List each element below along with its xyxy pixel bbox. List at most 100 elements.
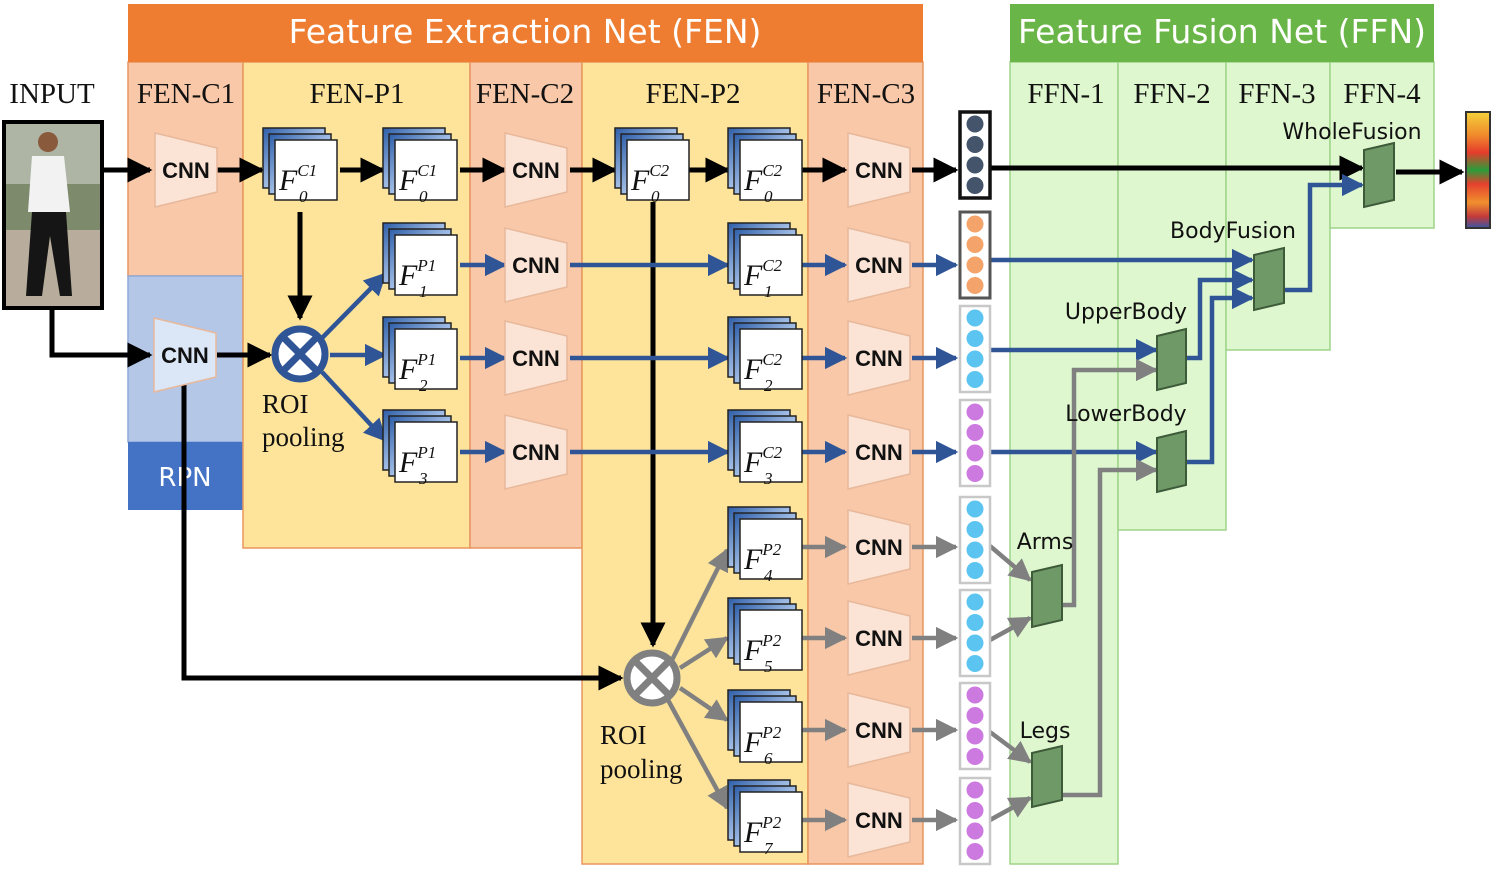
vector-dot — [966, 843, 984, 860]
vector-upper — [958, 304, 992, 394]
roi-pooling-1-label-line1: ROI — [262, 389, 309, 419]
cnn-block: CNN — [153, 317, 217, 393]
cnn-block: CNN — [504, 414, 568, 490]
roi-pooling-1 — [271, 325, 329, 383]
whole-fusion-label: WholeFusion — [1282, 120, 1421, 145]
fen-c2-label: FEN-C2 — [476, 78, 574, 110]
upper-body-label: UpperBody — [1065, 300, 1187, 325]
arrow-body-to-whole — [1285, 173, 1365, 293]
lower-body-label: LowerBody — [1065, 402, 1186, 427]
cnn-block: CNN — [504, 227, 568, 303]
cnn-label: CNN — [162, 158, 210, 183]
cnn-block: CNN — [847, 132, 911, 208]
roi-pooling-2-label-line1: ROI — [600, 720, 647, 750]
roi-pooling-2 — [623, 649, 681, 707]
vector-dot — [966, 371, 984, 388]
legs-node — [1031, 744, 1063, 809]
vector-body — [958, 210, 992, 300]
cnn-block: CNN — [847, 782, 911, 858]
ffn-header — [1010, 4, 1434, 62]
arrow-legs-to-lower — [1063, 458, 1159, 798]
vector-dot — [966, 156, 984, 174]
input-label: INPUT — [9, 78, 95, 110]
cnn-block: CNN — [154, 132, 218, 208]
fen-p1-label: FEN-P1 — [309, 78, 404, 110]
arrow-roi1-to-p1-3 — [320, 370, 387, 442]
ffn-3-label: FFN-3 — [1238, 78, 1315, 110]
vector-dot — [966, 330, 984, 347]
cnn-label: CNN — [855, 440, 903, 465]
vector-dot — [966, 727, 984, 745]
cnn-label: CNN — [855, 253, 903, 278]
cnn-block: CNN — [847, 692, 911, 768]
cnn-block: CNN — [847, 227, 911, 303]
vector-dot — [966, 256, 984, 274]
cnn-label: CNN — [161, 343, 209, 368]
vector-part-6 — [958, 681, 992, 771]
cnn-block: CNN — [504, 320, 568, 396]
cnn-block: CNN — [847, 509, 911, 585]
arms-label: Arms — [1017, 530, 1074, 555]
vector-dot — [966, 177, 984, 194]
cnn-block: CNN — [847, 320, 911, 396]
vector-dot — [966, 655, 984, 672]
cnn-label: CNN — [855, 718, 903, 743]
vector-part-5 — [958, 588, 992, 678]
vector-dot — [966, 614, 984, 631]
vector-dot — [966, 444, 984, 462]
vector-dot — [966, 707, 984, 724]
cnn-label: CNN — [855, 535, 903, 560]
vector-dot — [966, 802, 984, 819]
vector-dot — [966, 781, 984, 799]
fen-c3-label: FEN-C3 — [817, 78, 915, 110]
upper-body-node — [1156, 327, 1187, 392]
vector-dot — [966, 748, 984, 765]
roi-pooling-2-label-line2: pooling — [600, 754, 683, 784]
fen-title: Feature Extraction Net (FEN) — [289, 12, 762, 51]
vector-dot — [966, 634, 984, 652]
vector-dot — [966, 500, 984, 518]
output-feature-bar — [1465, 111, 1491, 229]
cnn-block: CNN — [504, 132, 568, 208]
cnn-label: CNN — [855, 158, 903, 183]
cnn-label: CNN — [855, 346, 903, 371]
feature-vectors — [958, 110, 992, 866]
fen-p2-label: FEN-P2 — [645, 78, 740, 110]
arrow-violet3-to-legs — [988, 796, 1032, 822]
arrow-input-to-rpn — [49, 308, 153, 368]
arrow-arms-to-upper — [1063, 358, 1159, 608]
vector-dot — [966, 424, 984, 441]
vector-dot — [966, 215, 984, 233]
vector-dot — [966, 277, 984, 294]
vector-part-7 — [958, 776, 992, 866]
arrow-blue2-to-arms — [988, 544, 1032, 582]
arrow-blue3-to-arms — [988, 616, 1032, 642]
cnn-label: CNN — [512, 346, 560, 371]
cnn-block: CNN — [847, 414, 911, 490]
cnn-label: CNN — [512, 440, 560, 465]
fen-header — [128, 4, 923, 62]
arms-node — [1031, 563, 1063, 629]
vector-dot — [966, 686, 984, 704]
cnn-label: CNN — [512, 158, 560, 183]
whole-fusion-node — [1363, 141, 1395, 209]
arrow-roi1-to-p1-1 — [320, 272, 387, 340]
main-stream-arrows — [49, 155, 1465, 691]
vector-dot — [966, 822, 984, 840]
legs-label: Legs — [1020, 719, 1071, 744]
fusion-trapezoids — [1031, 141, 1395, 809]
vector-dot — [966, 562, 984, 579]
part-stream-gray-arrows — [666, 358, 1159, 832]
vector-dot — [966, 593, 984, 611]
ffn-4-label: FFN-4 — [1343, 78, 1421, 110]
